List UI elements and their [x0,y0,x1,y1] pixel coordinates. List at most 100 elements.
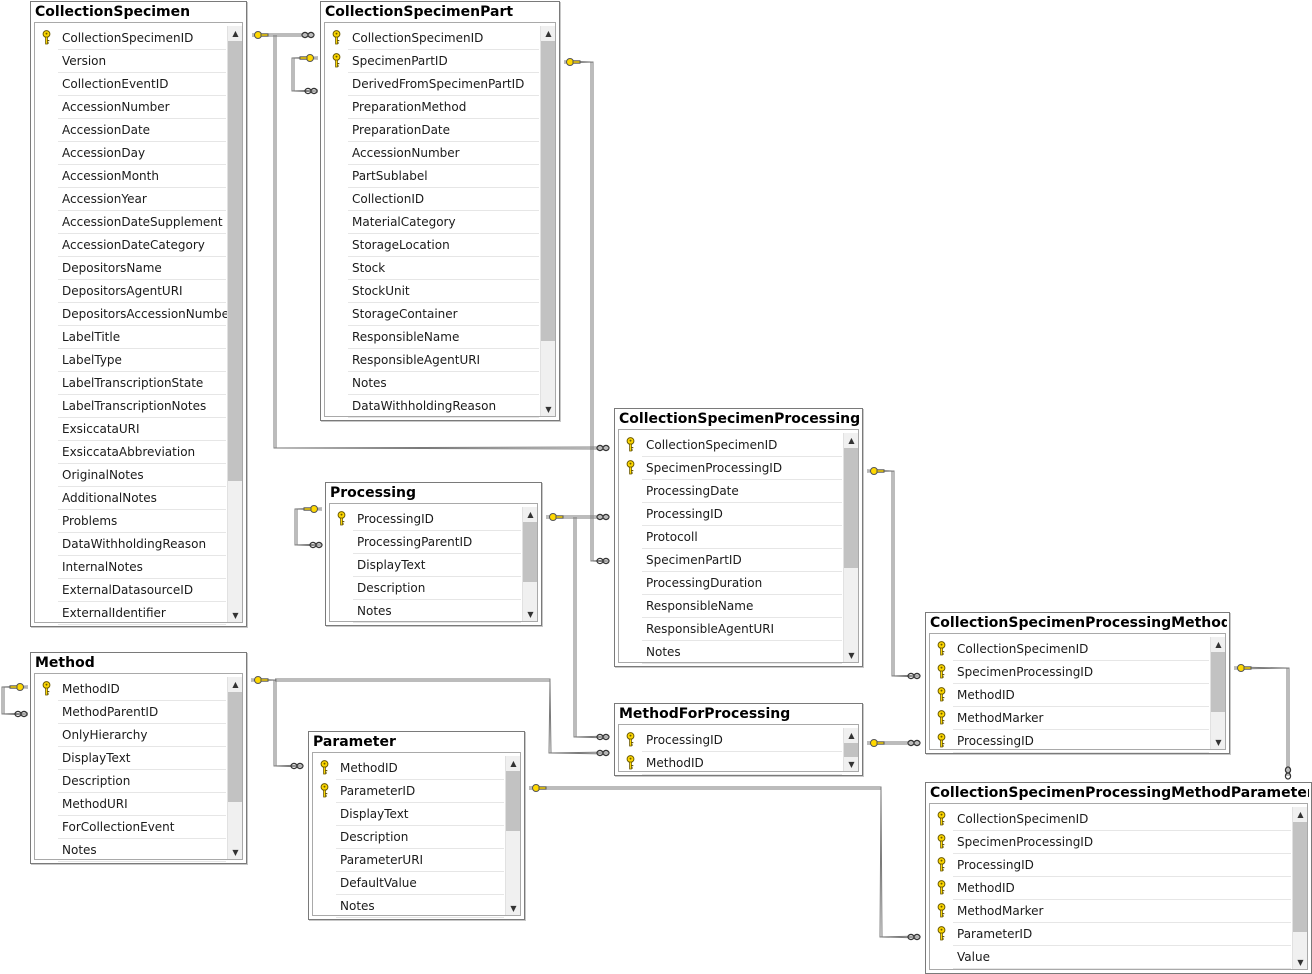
scrollbar-thumb[interactable] [1293,822,1308,932]
scroll-down-arrow-icon[interactable]: ▼ [232,611,239,620]
field-row[interactable]: StorageContainer [325,303,539,326]
scrollbar-thumb[interactable] [844,448,859,568]
table-title[interactable]: CollectionSpecimenProcessingMethod [930,615,1227,631]
field-row[interactable]: PreparationDate [325,119,539,142]
field-row[interactable]: Notes [330,600,521,623]
field-row[interactable]: Problems [35,510,226,533]
scroll-down-arrow-icon[interactable]: ▼ [545,405,552,414]
scroll-down-arrow-icon[interactable]: ▼ [1215,738,1222,747]
field-row[interactable]: MaterialCategory [325,211,539,234]
field-row[interactable]: DerivedFromSpecimenPartID [325,73,539,96]
field-row[interactable]: ProcessingID [930,854,1291,877]
vertical-scrollbar[interactable]: ▲▼ [1292,807,1308,970]
field-row[interactable]: ProcessingDuration [619,572,842,595]
field-row[interactable]: MethodID [35,678,226,701]
field-row[interactable]: MethodMarker [930,707,1209,730]
scroll-down-arrow-icon[interactable]: ▼ [510,904,517,913]
field-row[interactable]: DisplayText [330,554,521,577]
rel-part-to-processing[interactable] [563,60,610,563]
field-row[interactable]: AccessionDate [35,119,226,142]
table-collection-specimen-processing-method-parameter[interactable]: CollectionSpecimenProcessingMethodParame… [925,782,1312,974]
field-row[interactable]: ExternalIdentifier [35,602,226,625]
field-row[interactable]: PreparationMethod [325,96,539,119]
field-row[interactable]: PartSublabel [325,165,539,188]
field-row[interactable]: AccessionDateCategory [35,234,226,257]
field-row[interactable]: Notes [325,372,539,395]
field-row[interactable]: SpecimenProcessingID [930,831,1291,854]
field-row[interactable]: Description [330,577,521,600]
scrollbar-thumb[interactable] [541,41,556,341]
field-row[interactable]: DepositorsAccessionNumber [35,303,234,326]
table-title[interactable]: CollectionSpecimenProcessingMethodParame… [930,785,1309,801]
table-title[interactable]: CollectionSpecimen [35,4,191,20]
field-row[interactable]: MethodMarker [930,900,1291,923]
scrollbar-thumb[interactable] [506,771,521,831]
field-row[interactable]: ProcessingID [619,503,842,526]
field-row[interactable]: SpecimenPartID [619,549,842,572]
field-row[interactable]: OnlyHierarchy [35,724,226,747]
scroll-up-arrow-icon[interactable]: ▲ [232,29,239,38]
field-row[interactable]: LabelTitle [35,326,226,349]
scroll-up-arrow-icon[interactable]: ▲ [527,510,534,519]
field-row[interactable]: DataWithholdingReason [35,533,226,556]
field-row[interactable]: AccessionYear [35,188,226,211]
field-row[interactable]: AccessionNumber [325,142,539,165]
field-row[interactable]: MethodURI [35,793,226,816]
vertical-scrollbar[interactable]: ▲▼ [522,507,538,622]
field-row[interactable]: ParameterID [313,780,504,803]
field-row[interactable]: CollectionSpecimenID [35,27,226,50]
field-row[interactable]: Stock [325,257,539,280]
field-row[interactable]: Description [35,770,226,793]
rel-parameter-to-method-parameter[interactable] [529,786,921,939]
vertical-scrollbar[interactable]: ▲▼ [843,433,859,663]
scroll-down-arrow-icon[interactable]: ▼ [848,651,855,660]
field-row[interactable]: Version [35,50,226,73]
table-title[interactable]: Method [35,655,95,671]
scroll-up-arrow-icon[interactable]: ▲ [510,759,517,768]
field-row[interactable]: CollectionSpecimenID [619,434,842,457]
scroll-up-arrow-icon[interactable]: ▲ [848,436,855,445]
field-row[interactable]: ParameterURI [313,849,504,872]
field-row[interactable]: ResponsibleAgentURI [325,349,539,372]
scroll-down-arrow-icon[interactable]: ▼ [232,848,239,857]
field-row[interactable]: AccessionDateSupplement [35,211,226,234]
field-row[interactable]: ForCollectionEvent [35,816,226,839]
field-row[interactable]: MethodParentID [35,701,226,724]
rel-method-to-parameter[interactable] [250,678,304,768]
field-row[interactable]: Notes [35,839,226,862]
scrollbar-thumb[interactable] [844,743,859,757]
field-row[interactable]: Protocoll [619,526,842,549]
field-row[interactable]: OriginalNotes [35,464,226,487]
field-row[interactable]: ProcessingDate [619,480,842,503]
field-row[interactable]: AdditionalNotes [35,487,226,510]
table-title[interactable]: CollectionSpecimenPart [325,4,514,20]
field-row[interactable]: SpecimenProcessingID [930,661,1209,684]
field-row[interactable]: MethodID [313,757,504,780]
field-row[interactable]: CollectionID [325,188,539,211]
field-row[interactable]: CollectionSpecimenID [325,27,539,50]
field-row[interactable]: Description [313,826,504,849]
field-row[interactable]: DepositorsName [35,257,226,280]
field-row[interactable]: MethodID [619,752,842,775]
field-row[interactable]: AccessionDay [35,142,226,165]
field-row[interactable]: CollectionSpecimenID [930,808,1291,831]
field-row[interactable]: StockUnit [325,280,539,303]
field-row[interactable]: DepositorsAgentURI [35,280,226,303]
field-row[interactable]: ExsiccataURI [35,418,226,441]
field-row[interactable]: InternalNotes [35,556,226,579]
field-row[interactable]: MethodID [930,877,1291,900]
scroll-down-arrow-icon[interactable]: ▼ [1297,958,1304,967]
field-row[interactable]: ExternalDatasourceID [35,579,226,602]
scroll-up-arrow-icon[interactable]: ▲ [1297,810,1304,819]
scroll-down-arrow-icon[interactable]: ▼ [527,610,534,619]
field-row[interactable]: ResponsibleAgentURI [619,618,842,641]
field-row[interactable]: LabelType [35,349,226,372]
scroll-up-arrow-icon[interactable]: ▲ [848,731,855,740]
table-title[interactable]: Processing [330,485,417,501]
vertical-scrollbar[interactable]: ▲▼ [227,677,243,860]
scrollbar-thumb[interactable] [1211,652,1226,712]
rel-method-to-method-for-processing[interactable] [275,678,610,755]
